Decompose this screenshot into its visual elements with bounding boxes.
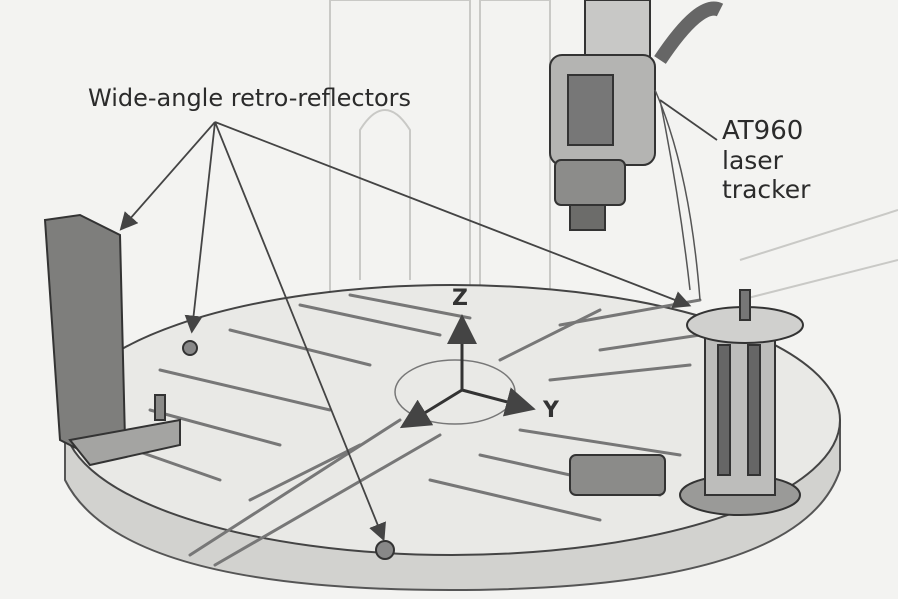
reflector-bracket — [43, 213, 181, 467]
reflector-column — [679, 289, 804, 516]
axis-y-label: Y — [543, 398, 559, 423]
tracker-label-line2: tracker — [722, 175, 811, 204]
laser-tracker — [549, 0, 724, 301]
table-slots — [118, 293, 702, 567]
axis-z-label: Z — [452, 286, 468, 311]
reflector-nest — [375, 540, 395, 560]
tracker-model-label: AT960 — [722, 116, 804, 146]
tracker-label-line1: laser — [722, 146, 783, 175]
callout-arrows — [119, 99, 718, 542]
reflectors-label: Wide-angle retro-reflectors — [88, 84, 412, 112]
reflector-block — [569, 454, 666, 496]
reflector-nest — [182, 340, 198, 356]
